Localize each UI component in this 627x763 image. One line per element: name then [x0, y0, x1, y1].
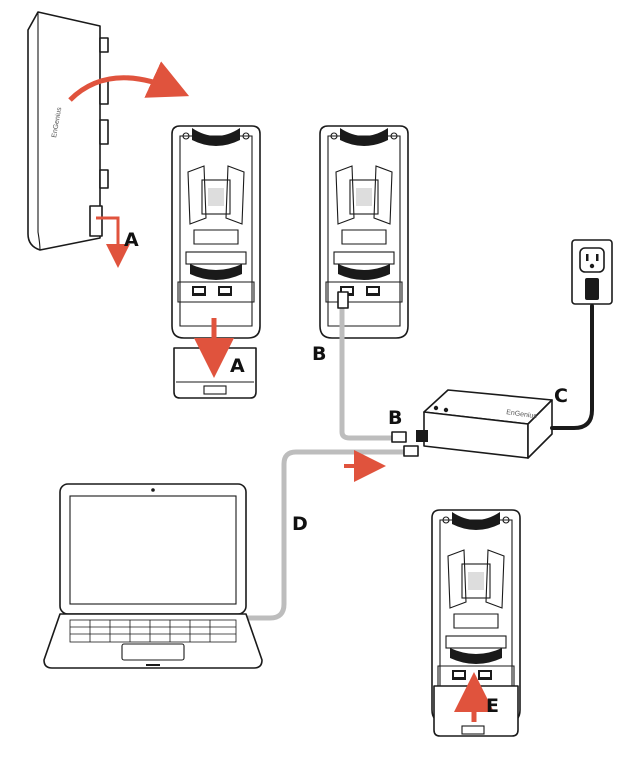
open-arrow — [68, 61, 190, 102]
laptop-icon — [43, 483, 263, 669]
access-point-open-1 — [171, 125, 261, 339]
label-d-laptop: D — [292, 513, 308, 535]
power-cable — [550, 304, 594, 430]
access-point-open-2 — [319, 125, 409, 339]
power-outlet-icon — [571, 239, 613, 305]
remove-cover-arrow-a — [96, 216, 130, 268]
label-b-port: B — [312, 343, 326, 365]
label-c-power: C — [554, 385, 568, 407]
label-b-injector: B — [388, 407, 402, 429]
label-e-cover: E — [486, 695, 499, 717]
access-point-closed: EnGenius — [27, 11, 109, 251]
label-a-cover: A — [230, 355, 245, 377]
ethernet-cable-to-device — [339, 299, 395, 441]
poe-injector: EnGenius — [416, 389, 553, 459]
label-a-device: A — [124, 229, 139, 251]
injector-brand-label: EnGenius — [506, 409, 538, 420]
ethernet-cable-to-laptop — [245, 449, 407, 621]
